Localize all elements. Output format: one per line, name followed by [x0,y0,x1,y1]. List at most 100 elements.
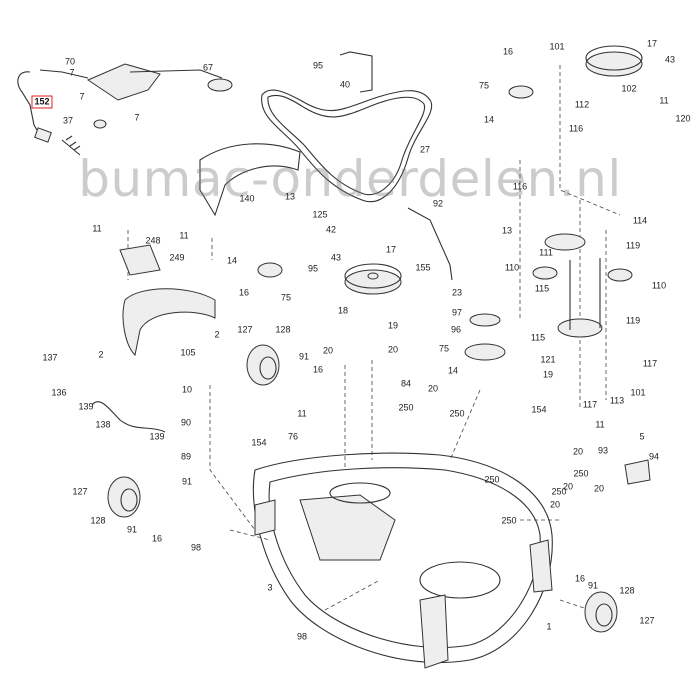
part-label-l139b[interactable]: 139 [149,431,165,442]
part-label-l7c[interactable]: 7 [134,112,140,123]
part-label-l98b[interactable]: 98 [296,631,308,642]
part-label-l101a[interactable]: 101 [549,41,565,52]
part-label-l75c[interactable]: 75 [438,343,450,354]
part-label-l16a[interactable]: 16 [502,46,514,57]
part-label-l116[interactable]: 116 [568,123,584,134]
part-label-l128c[interactable]: 128 [619,585,635,596]
part-label-l249[interactable]: 249 [169,252,185,263]
part-label-l154b[interactable]: 154 [251,437,267,448]
part-label-l20f[interactable]: 20 [593,483,605,494]
part-label-l20d[interactable]: 20 [572,446,584,457]
part-label-l111[interactable]: 111 [539,247,553,258]
part-label-l120[interactable]: 120 [675,113,691,124]
part-label-l113[interactable]: 113 [609,395,625,406]
part-label-l121[interactable]: 121 [540,354,556,365]
part-label-l95a[interactable]: 95 [312,60,324,71]
part-label-l75b[interactable]: 75 [280,292,292,303]
part-label-l84[interactable]: 84 [400,378,412,389]
part-label-l16c[interactable]: 16 [312,364,324,375]
part-label-l11a[interactable]: 11 [659,95,669,106]
part-label-l91c[interactable]: 91 [126,524,138,535]
part-label-l110b[interactable]: 110 [651,280,667,291]
part-label-l19b[interactable]: 19 [542,369,554,380]
part-label-l17a[interactable]: 17 [646,38,658,49]
part-label-l40[interactable]: 40 [339,79,351,90]
part-label-l91a[interactable]: 91 [298,351,310,362]
part-label-l92[interactable]: 92 [432,198,444,209]
part-label-l128a[interactable]: 128 [275,324,291,335]
part-label-l11e[interactable]: 11 [595,419,605,430]
part-label-l14b[interactable]: 14 [226,255,238,266]
part-label-l127a[interactable]: 127 [237,324,253,335]
part-label-l1[interactable]: 1 [546,621,552,632]
part-label-l110a[interactable]: 110 [504,262,520,273]
part-label-l67[interactable]: 67 [202,62,214,73]
part-label-l112[interactable]: 112 [574,99,590,110]
part-label-l127c[interactable]: 127 [639,615,655,626]
part-label-l115b[interactable]: 115 [530,332,546,343]
part-label-l70[interactable]: 70 [64,56,76,67]
part-label-l155[interactable]: 155 [415,262,431,273]
part-label-l17b[interactable]: 17 [385,244,397,255]
highlighted-part-label[interactable]: 152 [31,95,53,109]
part-label-l16b[interactable]: 16 [238,287,250,298]
part-label-l93[interactable]: 93 [597,445,609,456]
part-label-l20g[interactable]: 20 [549,499,561,510]
part-label-l2b[interactable]: 2 [98,349,104,360]
part-label-l140[interactable]: 140 [239,193,255,204]
part-label-l96[interactable]: 96 [450,324,462,335]
part-label-l37[interactable]: 37 [62,115,74,126]
part-label-l136[interactable]: 136 [51,387,67,398]
part-label-l18[interactable]: 18 [337,305,349,316]
part-label-l114[interactable]: 114 [632,215,648,226]
part-label-l91b[interactable]: 91 [181,476,193,487]
part-label-l119a[interactable]: 119 [625,240,641,251]
part-label-l75a[interactable]: 75 [478,80,490,91]
part-label-l117a[interactable]: 117 [642,358,658,369]
part-label-l95b[interactable]: 95 [307,263,319,274]
part-label-l250e[interactable]: 250 [551,486,567,497]
part-label-l97[interactable]: 97 [451,307,463,318]
part-label-l2a[interactable]: 2 [214,329,220,340]
part-label-l102[interactable]: 102 [621,83,637,94]
part-label-l139a[interactable]: 139 [78,401,94,412]
part-label-l91d[interactable]: 91 [587,580,599,591]
part-label-l154a[interactable]: 154 [531,404,547,415]
part-label-l125[interactable]: 125 [312,209,328,220]
part-label-l14c[interactable]: 14 [447,365,459,376]
part-label-l138[interactable]: 138 [95,419,111,430]
part-label-l127b[interactable]: 127 [72,486,88,497]
part-label-l137[interactable]: 137 [42,352,58,363]
part-label-l23[interactable]: 23 [451,287,463,298]
part-label-l90[interactable]: 90 [180,417,192,428]
part-label-l3[interactable]: 3 [267,582,273,593]
part-label-l16d[interactable]: 16 [151,533,163,544]
part-label-l13a[interactable]: 13 [284,191,296,202]
part-label-l101b[interactable]: 101 [630,387,646,398]
part-label-l250a[interactable]: 250 [398,402,414,413]
part-label-l43a[interactable]: 43 [664,54,676,65]
part-label-l250d[interactable]: 250 [573,468,589,479]
part-label-l14a[interactable]: 14 [483,114,495,125]
part-label-l7b[interactable]: 7 [79,91,85,102]
part-label-l248[interactable]: 248 [145,235,161,246]
part-label-l10[interactable]: 10 [181,384,193,395]
part-label-l42[interactable]: 42 [325,224,337,235]
part-label-l43b[interactable]: 43 [330,252,342,263]
part-label-l116b[interactable]: 116 [512,181,528,192]
part-label-l98a[interactable]: 98 [190,542,202,553]
part-label-l11b[interactable]: 11 [92,223,102,234]
part-label-l11d[interactable]: 11 [297,408,307,419]
part-label-l20b[interactable]: 20 [387,344,399,355]
part-label-l89[interactable]: 89 [180,451,192,462]
part-label-l94[interactable]: 94 [648,451,660,462]
part-label-l27[interactable]: 27 [419,144,431,155]
part-label-l250c[interactable]: 250 [484,474,500,485]
part-label-l119b[interactable]: 119 [625,315,641,326]
part-label-l117b[interactable]: 117 [582,399,598,410]
part-label-l250b[interactable]: 250 [449,408,465,419]
part-label-l7a[interactable]: 7 [69,67,75,78]
part-label-l128b[interactable]: 128 [90,515,106,526]
part-label-l250f[interactable]: 250 [501,515,517,526]
part-label-l16e[interactable]: 16 [574,573,586,584]
